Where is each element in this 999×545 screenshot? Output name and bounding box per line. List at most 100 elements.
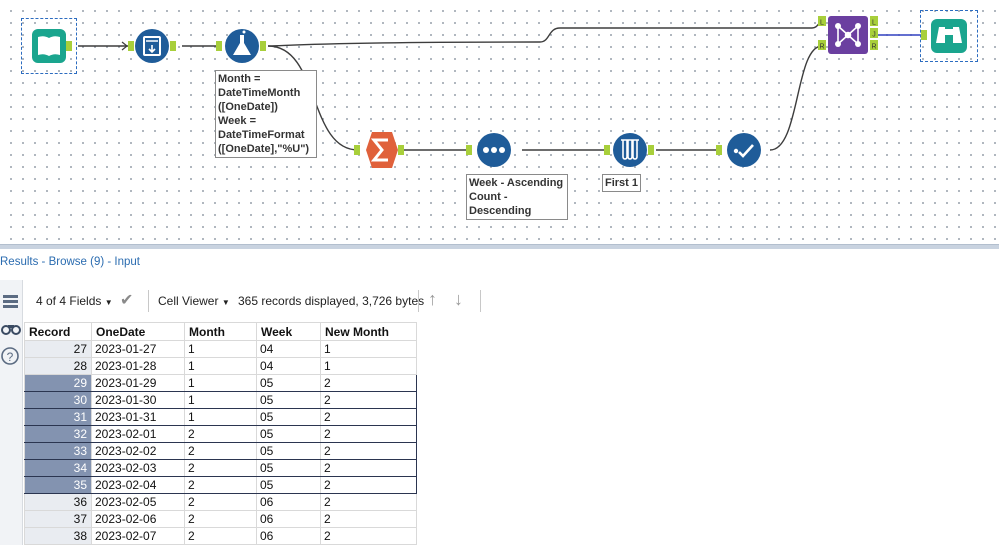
table-cell[interactable]: 2 (320, 510, 417, 528)
table-cell[interactable]: 2 (320, 391, 417, 409)
table-cell[interactable]: 2 (320, 442, 417, 460)
table-cell[interactable]: 2 (184, 510, 257, 528)
table-cell[interactable]: 2023-01-29 (91, 374, 185, 392)
table-cell[interactable]: 1 (184, 374, 257, 392)
select-tool[interactable] (128, 26, 184, 71)
column-header-week[interactable]: Week (256, 322, 321, 341)
table-cell[interactable]: 2 (320, 459, 417, 477)
table-cell[interactable]: 1 (184, 340, 257, 358)
table-cell[interactable]: 2023-01-30 (91, 391, 185, 409)
canvas-splitter[interactable] (0, 244, 999, 249)
table-cell[interactable]: 2023-02-04 (91, 476, 185, 494)
table-cell[interactable]: 1 (320, 340, 417, 358)
table-cell[interactable]: 1 (184, 391, 257, 409)
column-header-new-month[interactable]: New Month (320, 322, 417, 341)
record-cell[interactable]: 34 (24, 459, 92, 477)
record-cell[interactable]: 32 (24, 425, 92, 443)
table-cell[interactable]: 2 (320, 425, 417, 443)
browse-tool[interactable] (920, 10, 978, 62)
table-cell[interactable]: 2023-01-27 (91, 340, 185, 358)
table-cell[interactable]: 05 (256, 476, 321, 494)
cell-viewer-dropdown[interactable]: Cell Viewer ▼ (158, 294, 230, 308)
table-cell[interactable]: 2 (320, 408, 417, 426)
table-cell[interactable]: 2 (320, 527, 417, 545)
column-header-onedate[interactable]: OneDate (91, 322, 185, 341)
table-cell[interactable]: 2023-02-01 (91, 425, 185, 443)
table-cell[interactable]: 06 (256, 510, 321, 528)
workflow-canvas[interactable]: L R L J R Month = DateTimeMonth ([OneDat… (0, 0, 999, 244)
sort-tool[interactable] (466, 130, 522, 175)
table-cell[interactable]: 2 (320, 374, 417, 392)
join-out-join-label: J (872, 32, 876, 39)
record-cell[interactable]: 28 (24, 357, 92, 375)
table-cell[interactable]: 05 (256, 459, 321, 477)
record-cell[interactable]: 30 (24, 391, 92, 409)
record-cell[interactable]: 27 (24, 340, 92, 358)
table-cell[interactable]: 04 (256, 340, 321, 358)
record-cell[interactable]: 37 (24, 510, 92, 528)
arrow-down-icon[interactable]: ↓ (454, 289, 463, 309)
input-data-tool[interactable] (21, 18, 77, 74)
record-cell[interactable]: 33 (24, 442, 92, 460)
table-cell[interactable]: 1 (184, 357, 257, 375)
table-cell[interactable]: 1 (320, 357, 417, 375)
formula-tool[interactable] (216, 26, 272, 71)
table-cell[interactable]: 2023-02-06 (91, 510, 185, 528)
table-cell[interactable]: 05 (256, 374, 321, 392)
table-cell[interactable]: 05 (256, 408, 321, 426)
table-cell[interactable]: 2023-02-02 (91, 442, 185, 460)
cell-viewer-label: Cell Viewer (158, 294, 219, 308)
table-cell[interactable]: 2 (320, 476, 417, 494)
table-cell[interactable]: 2023-01-28 (91, 357, 185, 375)
checkmark-icon[interactable]: ✔ (120, 292, 134, 309)
table-cell[interactable]: 1 (184, 408, 257, 426)
annotation-line: Count - (469, 191, 508, 203)
table-cell[interactable]: 06 (256, 527, 321, 545)
record-cell[interactable]: 36 (24, 493, 92, 511)
table-cell[interactable]: 05 (256, 425, 321, 443)
table-cell[interactable]: 2 (184, 459, 257, 477)
fields-dropdown[interactable]: 4 of 4 Fields ▼ (36, 294, 113, 308)
connection-lines (78, 21, 922, 151)
record-cell[interactable]: 38 (24, 527, 92, 545)
column-header-record[interactable]: Record (24, 322, 92, 341)
record-cell[interactable]: 35 (24, 476, 92, 494)
summarize-tool[interactable] (354, 130, 410, 175)
table-cell[interactable]: 2 (184, 493, 257, 511)
record-cell[interactable]: 31 (24, 408, 92, 426)
table-cell[interactable]: 2023-02-07 (91, 527, 185, 545)
table-cell[interactable]: 2 (320, 493, 417, 511)
table-cell[interactable]: 04 (256, 357, 321, 375)
sample-tool[interactable] (604, 130, 660, 175)
table-cell[interactable]: 05 (256, 391, 321, 409)
records-summary: 365 records displayed, 3,726 bytes (238, 294, 425, 308)
record-cell[interactable]: 29 (24, 374, 92, 392)
table-cell[interactable]: 2 (184, 425, 257, 443)
table-cell[interactable]: 05 (256, 442, 321, 460)
column-header-month[interactable]: Month (184, 322, 257, 341)
filter-tool[interactable] (716, 130, 772, 175)
arrow-up-icon[interactable]: ↑ (428, 289, 437, 309)
table-cell[interactable]: 2 (184, 476, 257, 494)
table-cell[interactable]: 06 (256, 493, 321, 511)
sample-annotation: First 1 (602, 174, 642, 192)
table-cell[interactable]: 2023-02-03 (91, 459, 185, 477)
table-cell[interactable]: 2 (184, 442, 257, 460)
table-cell[interactable]: 2023-02-05 (91, 493, 185, 511)
table-cell[interactable]: 2023-01-31 (91, 408, 185, 426)
table-cell[interactable]: 2 (184, 527, 257, 545)
join-tool[interactable]: L R L J R (818, 14, 882, 63)
